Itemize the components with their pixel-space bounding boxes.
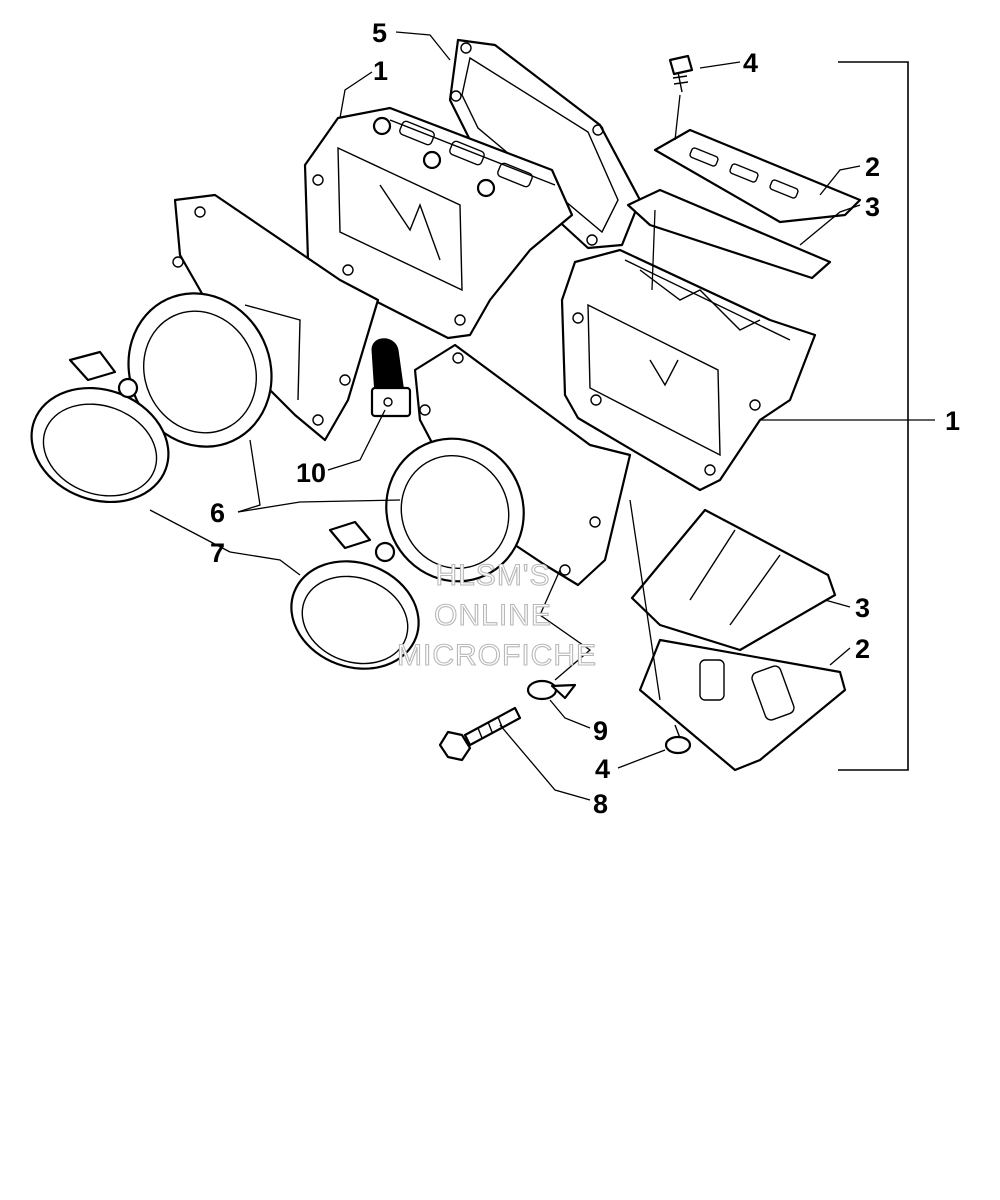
watermark-line-1: HLSM'S xyxy=(435,559,550,592)
callout-2-bottom: 2 xyxy=(855,634,870,664)
callout-1-right: 1 xyxy=(945,406,960,436)
reed-petal-lower xyxy=(630,508,837,652)
callout-labels: 5 1 4 2 3 1 10 6 7 3 2 9 4 8 xyxy=(210,18,960,819)
screw-upper xyxy=(668,54,694,93)
callout-7: 7 xyxy=(210,538,225,568)
washer xyxy=(526,679,577,701)
callout-8: 8 xyxy=(593,789,608,819)
watermark-line-2: ONLINE xyxy=(434,599,552,632)
intake-flange-left xyxy=(127,193,380,448)
watermark: HLSM'S ONLINE MICROFICHE xyxy=(396,558,597,672)
reed-petal-upper xyxy=(626,188,832,280)
kit-bracket xyxy=(838,61,909,771)
reed-cage-upper xyxy=(303,106,574,340)
bolt xyxy=(438,706,522,762)
callout-3-top: 3 xyxy=(865,192,880,222)
callout-9: 9 xyxy=(593,716,608,746)
callout-2-top: 2 xyxy=(865,152,880,182)
p-clip xyxy=(370,338,412,418)
callout-4-bottom: 4 xyxy=(595,754,610,784)
reed-gasket xyxy=(448,38,642,250)
callout-10: 10 xyxy=(296,458,326,488)
callout-6: 6 xyxy=(210,498,225,528)
hose-clamp-right xyxy=(290,520,420,670)
callout-4-top: 4 xyxy=(743,48,758,78)
intake-flange-right xyxy=(385,343,632,587)
screw-lower xyxy=(664,724,692,755)
reed-stop-lower xyxy=(638,638,847,772)
leader-lines xyxy=(149,31,935,801)
callout-1-top: 1 xyxy=(373,56,388,86)
watermark-line-3: MICROFICHE xyxy=(397,639,597,672)
callout-5: 5 xyxy=(372,18,387,48)
callout-3-bottom: 3 xyxy=(855,593,870,623)
reed-stop-upper xyxy=(653,128,862,224)
reed-cage-lower xyxy=(560,248,817,492)
hose-clamp-left xyxy=(30,350,170,504)
